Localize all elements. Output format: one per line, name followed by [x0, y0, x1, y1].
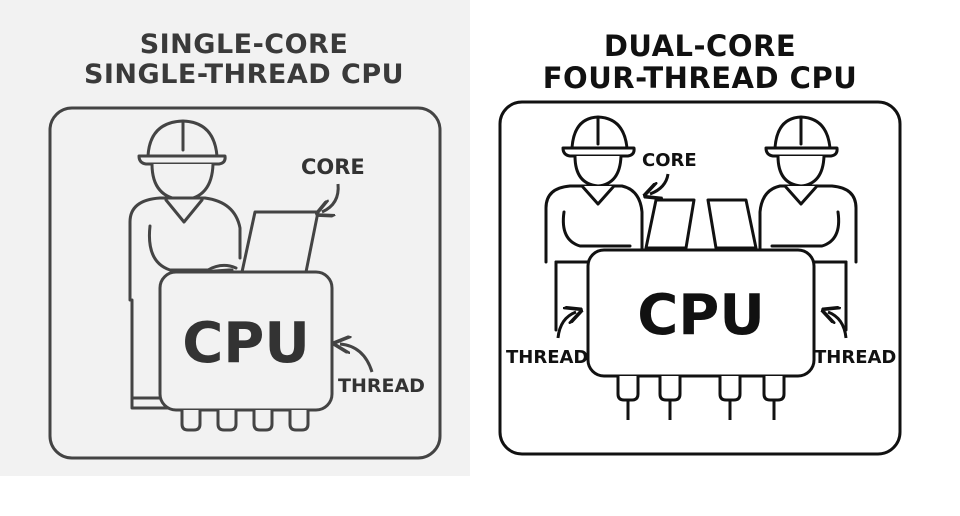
single-core-panel: CPU CORE THREAD [48, 106, 442, 460]
single-core-title-line-2: SINGLE-THREAD CPU [83, 59, 405, 91]
single-core-core-label: CORE [301, 155, 365, 179]
single-core-thread-label: THREAD [338, 375, 425, 397]
dual-core-panel: CPU CORE THREAD THREAD [498, 100, 902, 456]
single-core-title: SINGLE-CORE SINGLE-THREAD CPU [48, 29, 440, 91]
dual-core-thread-right-label: THREAD [814, 347, 896, 368]
dual-core-cpu-chip: CPU [586, 248, 816, 420]
core-arrow-icon [322, 183, 340, 212]
thread-arrow-icon [340, 344, 374, 373]
dual-core-title-line-1: DUAL-CORE [603, 29, 797, 63]
single-core-cpu-chip: CPU [158, 270, 334, 432]
dual-core-arrow-icon [650, 173, 670, 194]
core-worker-right-icon [758, 115, 858, 332]
dual-core-title: DUAL-CORE FOUR-THREAD CPU [500, 30, 900, 95]
core-worker-left-icon [544, 115, 644, 332]
single-core-title-line-1: SINGLE-CORE [139, 29, 349, 60]
dual-core-cpu-label: CPU [637, 283, 765, 348]
cpu-pins [180, 410, 310, 432]
core-laptop-icon [240, 210, 320, 274]
dual-core-title-line-2: FOUR-THREAD CPU [542, 61, 858, 96]
thread-right-arrow-icon [828, 312, 848, 339]
core-laptops-icon [644, 198, 758, 250]
core-worker-icon [128, 119, 242, 410]
dual-core-core-label: CORE [642, 150, 697, 171]
cpu-pins-dual [616, 376, 786, 420]
single-core-cpu-label: CPU [182, 311, 310, 376]
thread-left-arrow-icon [556, 312, 576, 339]
dual-core-thread-left-label: THREAD [506, 347, 588, 368]
